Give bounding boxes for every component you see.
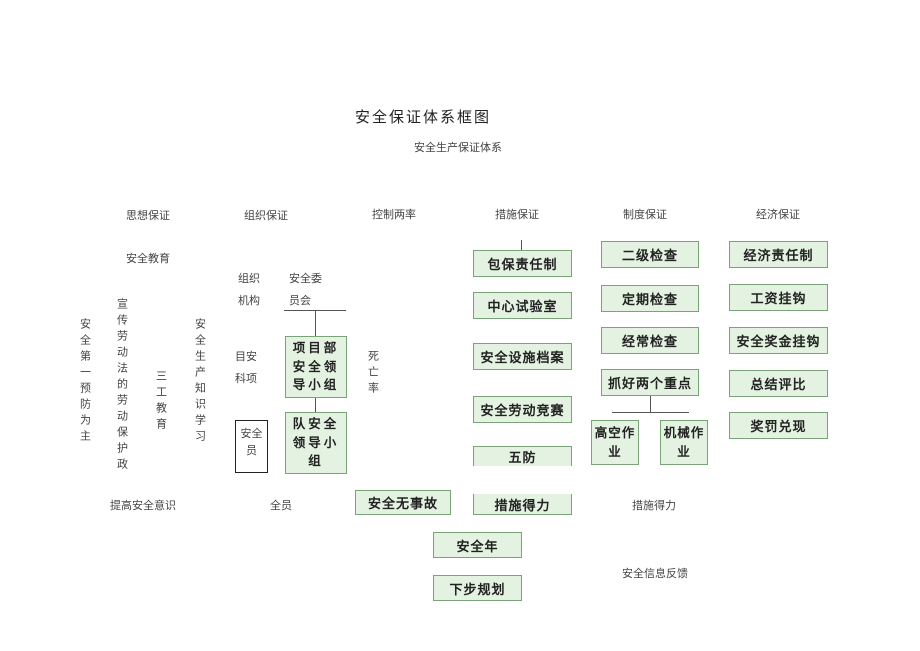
economy-box-3: 安全奖金挂钩 (729, 327, 828, 354)
economy-box-5: 奖罚兑现 (729, 412, 828, 439)
high-altitude-work-box: 高空作业 (591, 420, 639, 465)
safety-officer-box: 安全员 (235, 420, 268, 473)
system-box-1: 二级检查 (601, 241, 699, 268)
next-plan-box: 下步规划 (433, 575, 522, 601)
project-label-2: 科项 (235, 372, 257, 385)
project-label-1: 目安 (235, 350, 257, 363)
category-measures: 措施保证 (495, 208, 539, 221)
safety-knowledge-text: 安全生产知识学习 (193, 318, 207, 446)
safety-feedback-label: 安全信息反馈 (622, 567, 688, 580)
no-accident-box: 安全无事故 (355, 490, 451, 515)
labor-law-text: 宣传劳动法的劳动保护政 (115, 298, 129, 474)
measure-box-2: 中心试验室 (473, 292, 572, 319)
measure-box-1: 包保责任制 (473, 250, 572, 277)
system-box-3: 经常检查 (601, 327, 699, 354)
diagram-subtitle: 安全生产保证体系 (414, 141, 502, 154)
committee-connector (315, 310, 316, 336)
category-control: 控制两率 (372, 208, 416, 221)
system-box-2: 定期检查 (601, 285, 699, 312)
category-organization: 组织保证 (244, 209, 288, 222)
raise-awareness-label: 提高安全意识 (110, 499, 176, 512)
safety-education-label: 安全教育 (126, 252, 170, 265)
economy-box-2: 工资挂钩 (729, 284, 828, 311)
org-label-1: 组织 (238, 272, 260, 285)
safety-first-text: 安全第一预防为主 (78, 318, 92, 446)
category-system: 制度保证 (623, 208, 667, 221)
committee-label-2: 员会 (289, 294, 311, 307)
diagram-title: 安全保证体系框图 (355, 108, 492, 126)
death-rate-text: 死亡率 (366, 350, 380, 398)
system-box-4: 抓好两个重点 (601, 369, 699, 396)
measures-result-box: 措施得力 (473, 494, 572, 515)
economy-box-1: 经济责任制 (729, 241, 828, 268)
focus-bar (612, 412, 689, 413)
safety-year-box: 安全年 (433, 532, 522, 558)
project-safety-team-box: 项目部安全领导小组 (285, 336, 347, 398)
category-thought: 思想保证 (126, 209, 170, 222)
system-bottom-label: 措施得力 (632, 499, 676, 512)
three-work-education-text: 三工教育 (154, 370, 168, 434)
machinery-work-box: 机械作业 (660, 420, 708, 465)
measure-box-4: 安全劳动竞赛 (473, 396, 572, 423)
org-label-2: 机构 (238, 294, 260, 307)
measure-box-5: 五防 (473, 446, 572, 466)
team-connector (315, 398, 316, 412)
focus-connector (650, 396, 651, 412)
economy-box-4: 总结评比 (729, 370, 828, 397)
committee-label-1: 安全委 (289, 272, 322, 285)
team-safety-group-box: 队安全领导小组 (285, 412, 347, 474)
measure-box-3: 安全设施档案 (473, 343, 572, 370)
category-economy: 经济保证 (756, 208, 800, 221)
all-staff-label: 全员 (270, 499, 292, 512)
measures-top-line (521, 240, 522, 250)
